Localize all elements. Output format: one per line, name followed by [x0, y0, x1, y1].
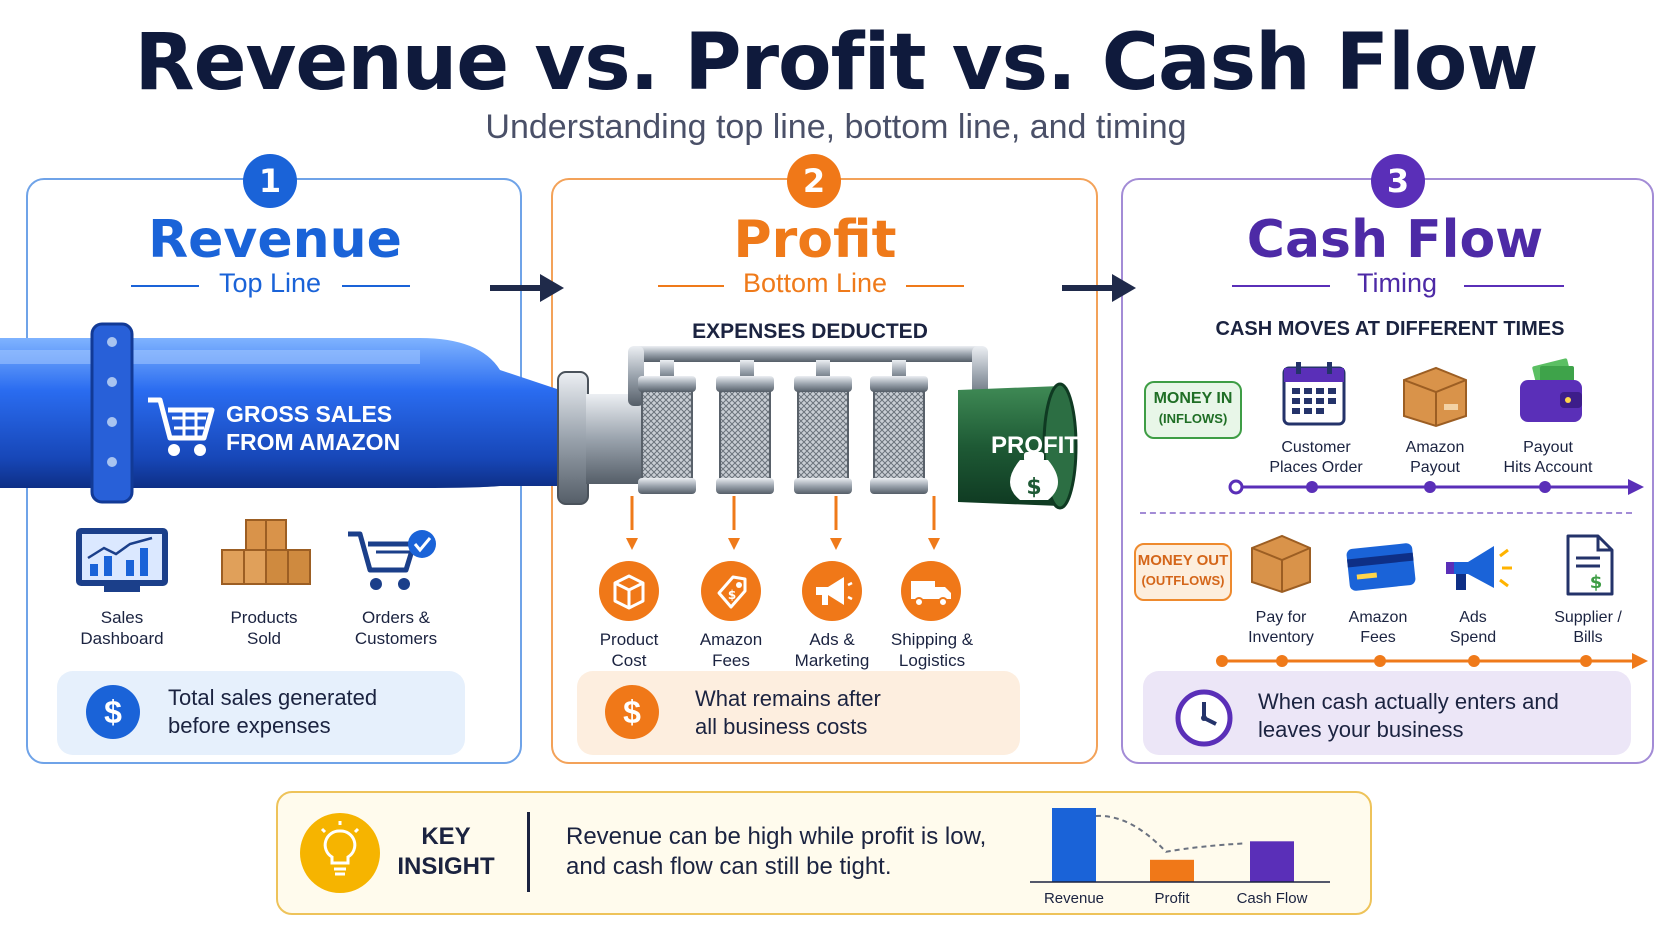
- key-insight-text: Revenue can be high while profit is low,…: [566, 823, 987, 880]
- expenses-heading: EXPENSES DEDUCTED: [692, 320, 928, 343]
- cashflow-heading: CASH MOVES AT DIFFERENT TIMES: [1215, 318, 1565, 340]
- lightbulb-icon: [300, 813, 380, 893]
- key-insight-box: [276, 791, 1372, 915]
- chart-bar-profit: [1150, 859, 1194, 882]
- divider: [1140, 512, 1632, 514]
- svg-text:$: $: [1026, 475, 1041, 500]
- megaphone-icon: [802, 561, 862, 621]
- divider: [906, 285, 964, 287]
- step-number-3: 3: [1371, 154, 1425, 208]
- outflow-item-bills: Supplier /Bills: [1554, 609, 1622, 646]
- dollar-icon: $: [605, 685, 659, 739]
- comparison-bar-chart: Revenue Profit Cash Flow: [1030, 808, 1330, 907]
- divider: [342, 285, 410, 287]
- inflow-timeline: [1228, 479, 1644, 495]
- arrow-down-icon: [626, 538, 940, 550]
- chart-bar-cash-flow: [1250, 841, 1294, 882]
- arrow-right-icon: [1062, 274, 1136, 302]
- pipe-illustration: $: [0, 322, 1078, 530]
- calendar-icon: [1282, 362, 1346, 426]
- cart-check-icon: [348, 530, 436, 590]
- revenue-title: Revenue: [148, 210, 402, 270]
- package-icon: [1403, 366, 1467, 428]
- profit-pipe-label: PROFIT: [991, 432, 1079, 459]
- cashflow-subtitle: Timing: [1356, 268, 1437, 298]
- clock-icon: [1175, 689, 1233, 747]
- revenue-item-orders: Orders &Customers: [354, 608, 438, 648]
- bill-icon: $: [1566, 534, 1614, 596]
- expense-item-ads: Ads &Marketing: [794, 630, 870, 670]
- chart-trend-connector: [1095, 814, 1247, 853]
- page-title: Revenue vs. Profit vs. Cash Flow: [134, 18, 1539, 108]
- divider: [1464, 285, 1564, 287]
- svg-text:$: $: [1590, 572, 1603, 593]
- divider: [1232, 285, 1330, 287]
- dashboard-chart-icon: [76, 528, 168, 592]
- expense-item-shipping: Shipping &Logistics: [890, 630, 974, 670]
- megaphone-icon: [1446, 546, 1512, 590]
- step-number-1: 1: [243, 154, 297, 208]
- divider: [131, 285, 199, 287]
- step-number-2: 2: [787, 154, 841, 208]
- divider: [658, 285, 724, 287]
- profit-subtitle: Bottom Line: [742, 268, 888, 298]
- arrow-right-icon: [490, 274, 564, 302]
- chart-category-label: Profit: [1154, 890, 1190, 907]
- money-out-tag: MONEY OUT (OUTFLOWS): [1134, 543, 1232, 601]
- cart-icon: [148, 397, 215, 456]
- price-tag-icon: $: [701, 561, 761, 621]
- boxes-icon: [221, 519, 311, 585]
- cashflow-panel: [1121, 178, 1654, 764]
- dollar-icon: $: [86, 685, 140, 739]
- divider: [527, 812, 530, 892]
- box-icon: [599, 561, 659, 621]
- wallet-icon: [1520, 358, 1582, 422]
- pipe-label-line1: GROSS SALES: [226, 401, 393, 427]
- package-icon: [1251, 534, 1311, 594]
- page-subtitle: Understanding top line, bottom line, and…: [485, 108, 1187, 146]
- cashflow-title: Cash Flow: [1246, 210, 1544, 270]
- svg-text:$: $: [728, 588, 736, 602]
- pipe-label-line2: FROM AMAZON: [226, 429, 401, 455]
- truck-icon: [901, 561, 961, 621]
- credit-card-icon: [1346, 543, 1416, 591]
- profit-title: Profit: [733, 210, 897, 270]
- outflow-timeline: [1216, 653, 1648, 669]
- chart-category-label: Cash Flow: [1237, 890, 1308, 907]
- chart-bar-revenue: [1052, 808, 1096, 882]
- money-in-tag: MONEY IN (INFLOWS): [1144, 381, 1242, 439]
- chart-category-label: Revenue: [1044, 890, 1104, 907]
- revenue-subtitle: Top Line: [218, 268, 322, 298]
